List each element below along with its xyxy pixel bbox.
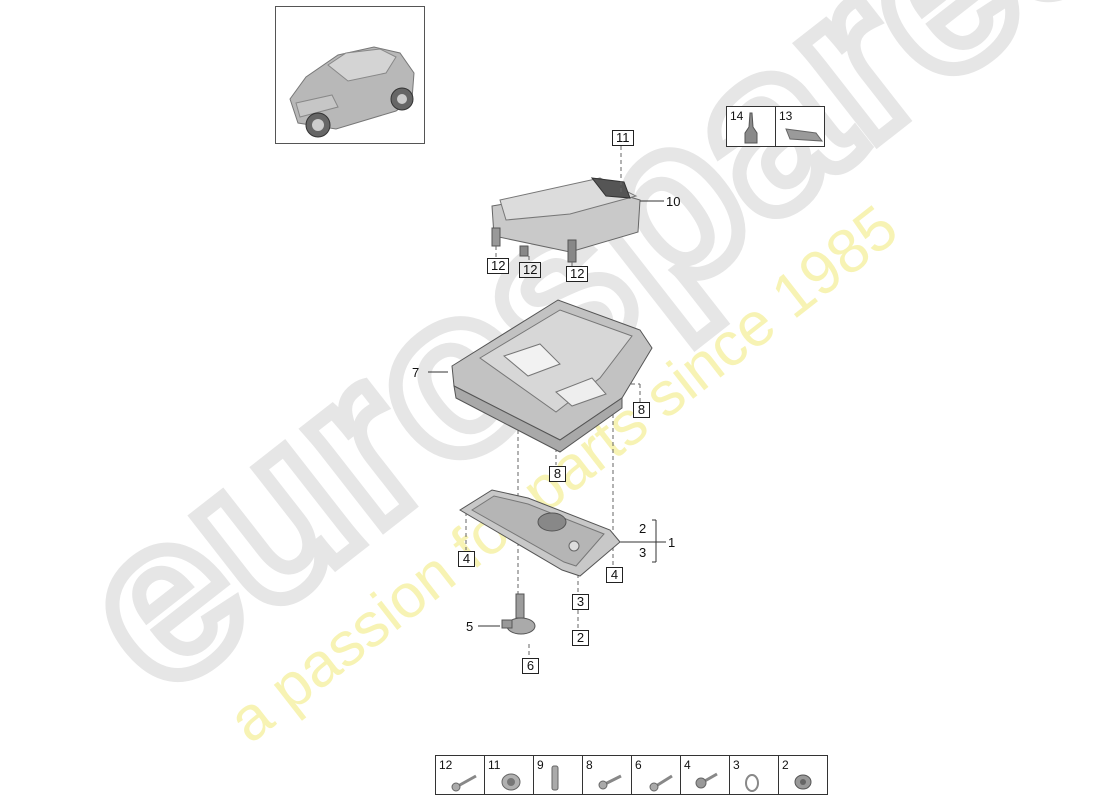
oil-pan-upper-section[interactable] bbox=[451, 299, 653, 453]
callout-4[interactable]: 4 bbox=[606, 567, 623, 583]
sealing-strip-icon bbox=[785, 128, 824, 142]
legend-item[interactable]: 3 bbox=[730, 756, 779, 794]
callout-8[interactable]: 8 bbox=[549, 466, 566, 482]
label-10[interactable]: 10 bbox=[666, 194, 681, 209]
sleeve-nut-icon bbox=[501, 773, 521, 791]
legend-number: 14 bbox=[730, 109, 744, 123]
callout-6[interactable]: 6 bbox=[522, 658, 539, 674]
callout-11[interactable]: 11 bbox=[612, 130, 634, 146]
legend-item[interactable]: 12 bbox=[436, 756, 485, 794]
label-5[interactable]: 5 bbox=[466, 619, 474, 634]
label-1-sub-2: 2 bbox=[639, 521, 647, 536]
label-1[interactable]: 1 bbox=[668, 535, 676, 550]
label-7[interactable]: 7 bbox=[412, 365, 420, 380]
legend-item[interactable]: 9 bbox=[534, 756, 583, 794]
flange-bolt-icon bbox=[695, 772, 718, 789]
legend-number: 4 bbox=[684, 758, 691, 772]
legend-number: 2 bbox=[782, 758, 789, 772]
callout-12[interactable]: 12 bbox=[487, 258, 510, 274]
legend-item[interactable]: 4 bbox=[681, 756, 730, 794]
drain-plug-icon bbox=[794, 774, 812, 790]
legend-item[interactable]: 8 bbox=[583, 756, 632, 794]
legend-item[interactable]: 11 bbox=[485, 756, 534, 794]
legend-number: 13 bbox=[779, 109, 793, 123]
legend-top: 14 13 bbox=[726, 106, 825, 147]
callout-12[interactable]: 12 bbox=[566, 266, 589, 282]
legend-number: 8 bbox=[586, 758, 593, 772]
callout-8[interactable]: 8 bbox=[633, 402, 650, 418]
bolt-icon bbox=[649, 774, 673, 792]
legend-item[interactable]: 14 bbox=[727, 107, 776, 146]
seal-ring-icon bbox=[745, 774, 759, 792]
bolt-icon bbox=[598, 774, 622, 790]
legend-number: 9 bbox=[537, 758, 544, 772]
legend-number: 11 bbox=[488, 758, 501, 772]
sealant-bottle-icon bbox=[744, 112, 758, 144]
legend-item[interactable]: 2 bbox=[779, 756, 827, 794]
callout-3[interactable]: 3 bbox=[572, 594, 589, 610]
stud-icon bbox=[551, 765, 559, 791]
baffle-plate[interactable] bbox=[491, 177, 641, 263]
vehicle-thumbnail[interactable] bbox=[275, 6, 425, 144]
oil-level-sensor[interactable] bbox=[501, 593, 536, 635]
legend-item[interactable]: 13 bbox=[776, 107, 824, 146]
car-icon bbox=[289, 46, 415, 138]
callout-4[interactable]: 4 bbox=[458, 551, 475, 567]
label-1-sub-3: 3 bbox=[639, 545, 647, 560]
legend-number: 12 bbox=[439, 758, 453, 772]
legend-item[interactable]: 6 bbox=[632, 756, 681, 794]
legend-number: 3 bbox=[733, 758, 740, 772]
callout-12[interactable]: 12 bbox=[519, 262, 542, 278]
callout-2[interactable]: 2 bbox=[572, 630, 589, 646]
legend-number: 6 bbox=[635, 758, 642, 772]
bolt-icon bbox=[451, 774, 477, 792]
legend-bottom: 12 11 9 8 6 4 3 2 bbox=[435, 755, 828, 795]
oil-pan-lower-section[interactable] bbox=[459, 489, 621, 577]
